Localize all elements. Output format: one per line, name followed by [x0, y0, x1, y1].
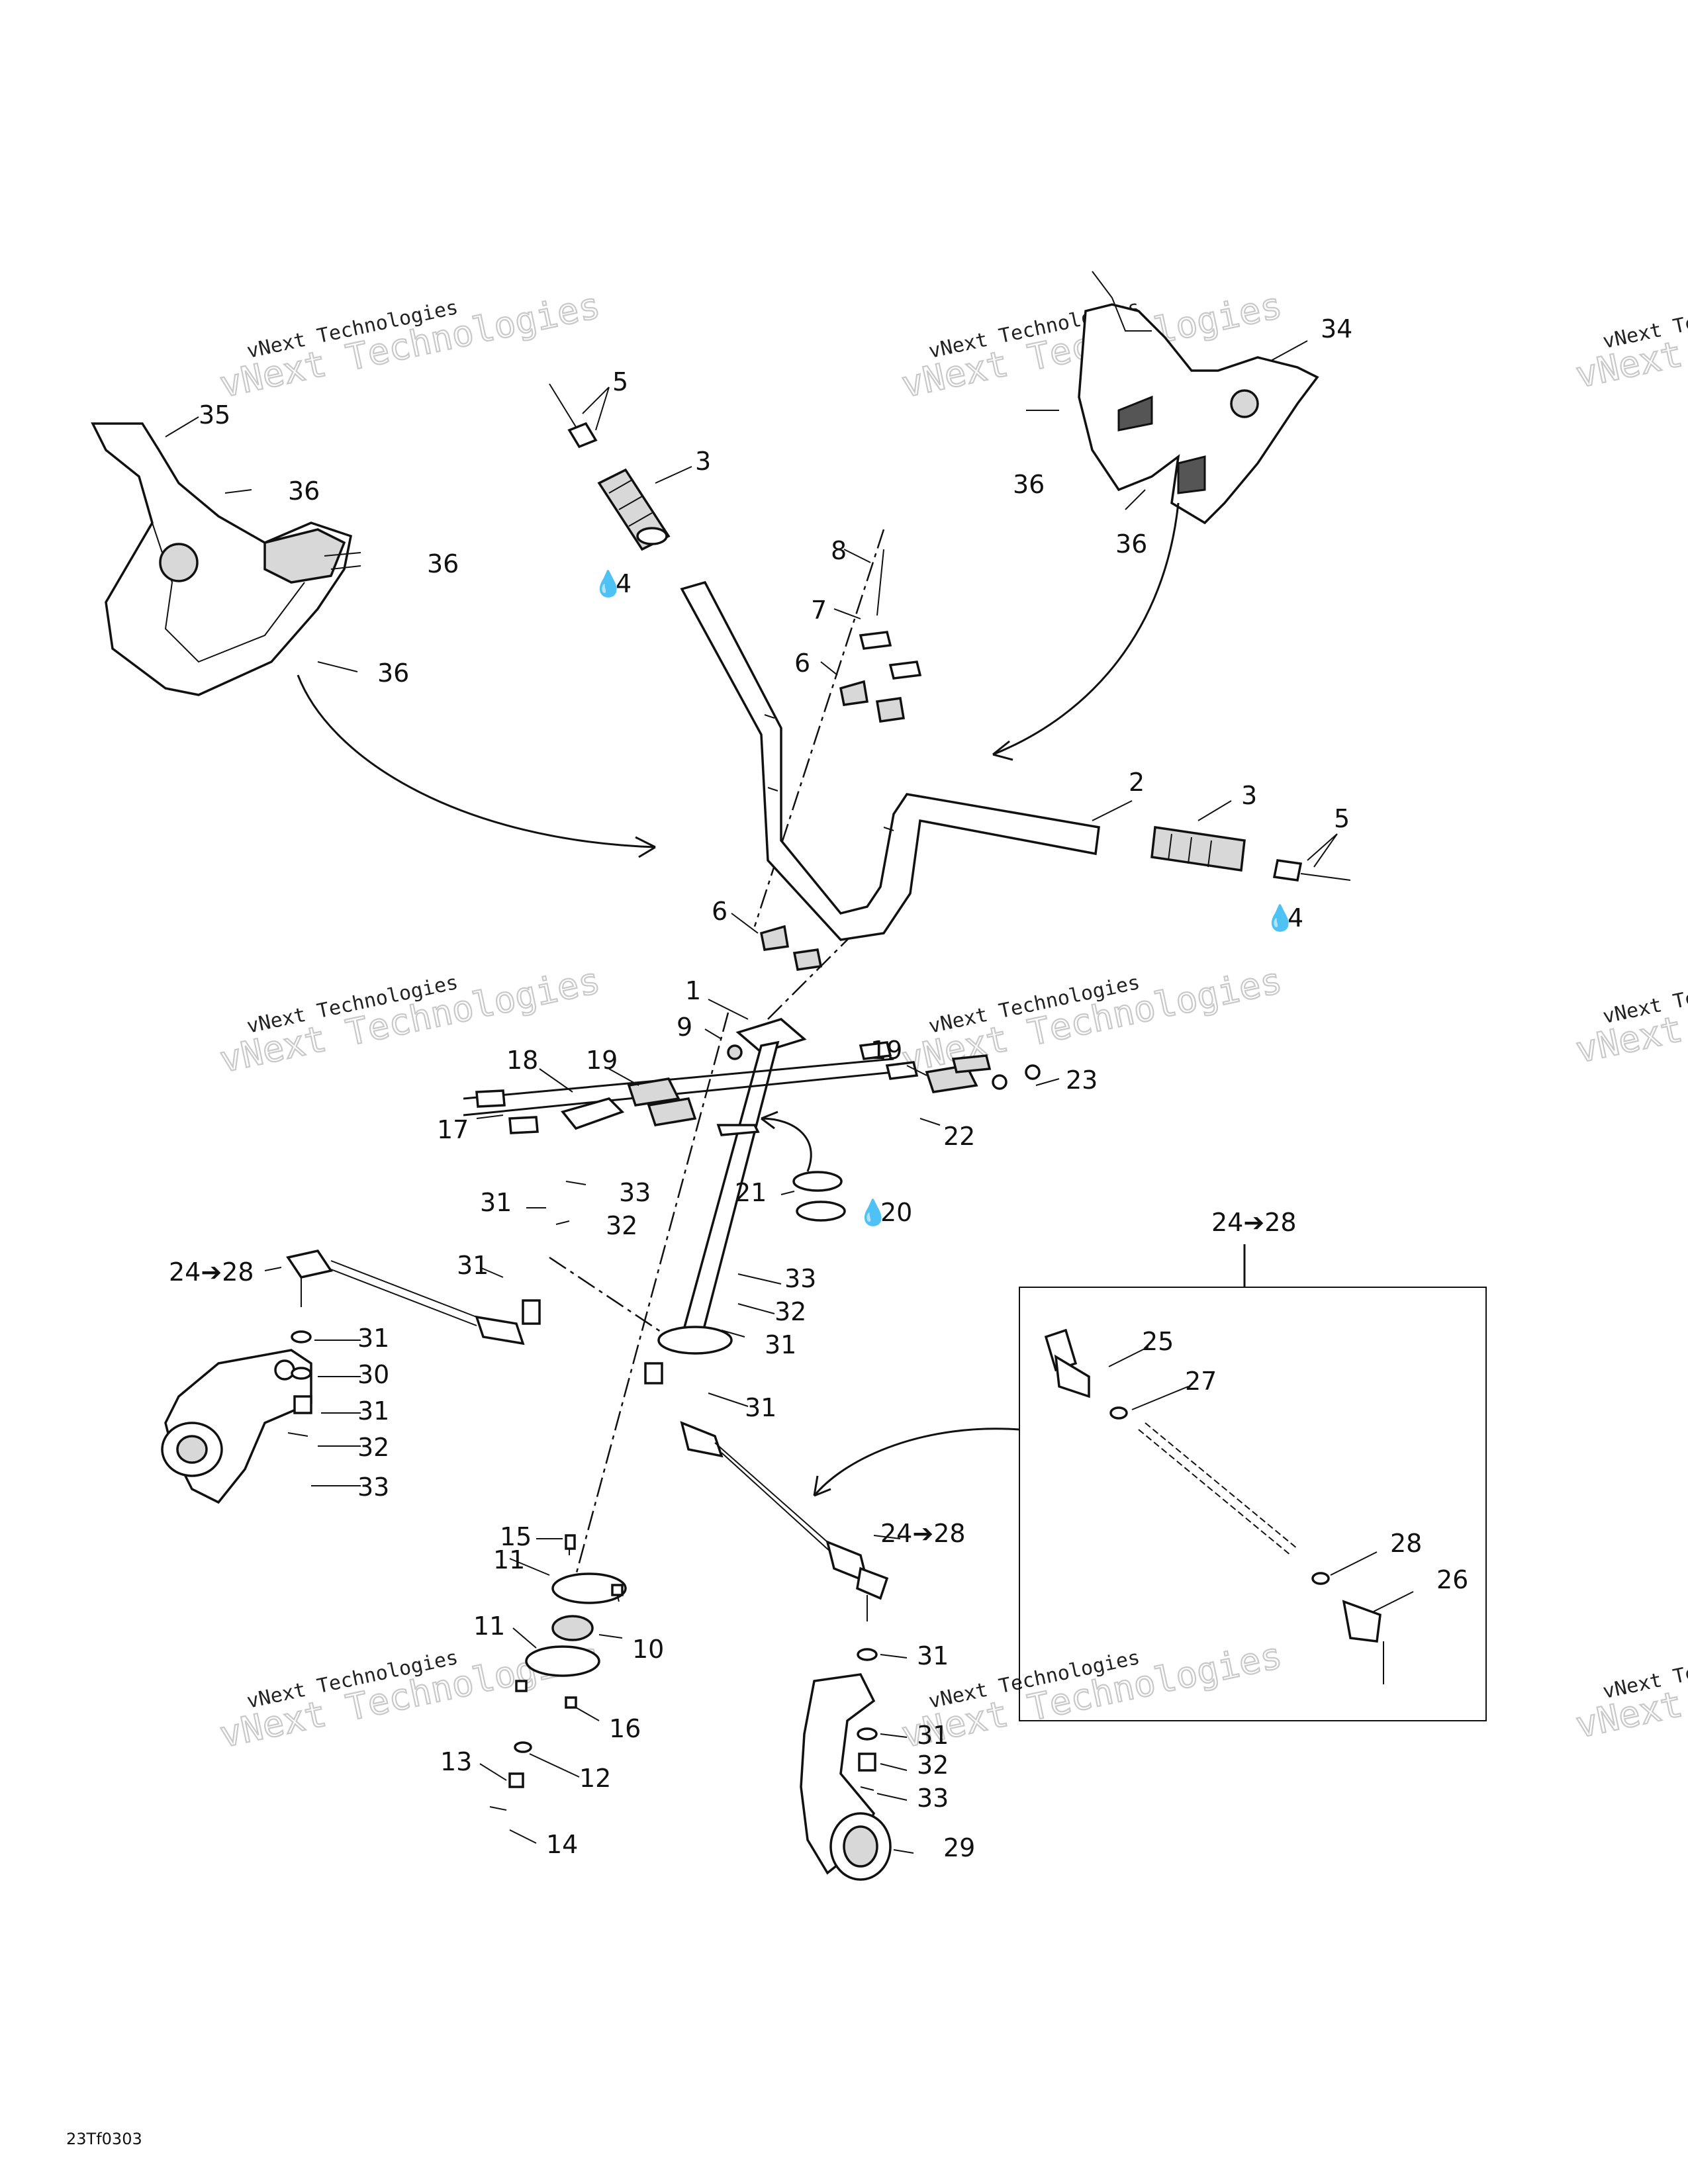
callout-11: 11	[493, 1545, 525, 1574]
callout-32: 32	[606, 1211, 637, 1240]
callout-9: 9	[677, 1013, 692, 1042]
callout-31: 31	[917, 1721, 949, 1750]
callout-8: 8	[831, 536, 847, 565]
callout-5: 5	[612, 367, 628, 396]
callout-31: 31	[480, 1188, 512, 1217]
callout-14: 14	[546, 1830, 578, 1859]
callout-17: 17	[437, 1115, 469, 1144]
callout-4: 4	[1288, 903, 1303, 933]
steering-column	[644, 1018, 807, 1385]
callout-4: 4	[616, 569, 632, 598]
callout-3: 3	[695, 447, 711, 476]
callout-11: 11	[473, 1612, 505, 1641]
callout-36: 36	[1115, 529, 1147, 559]
callout-1: 1	[685, 976, 701, 1005]
handlebar	[680, 580, 1100, 941]
callout-33: 33	[784, 1264, 816, 1293]
callout-13: 13	[440, 1747, 472, 1776]
callout-19: 19	[870, 1036, 902, 1065]
leader-lines	[165, 340, 1414, 1854]
handlebar-cover-left	[91, 422, 353, 696]
callout-18: 18	[506, 1046, 538, 1075]
tie-rod-detail-inset	[813, 1244, 1487, 1721]
callout-36: 36	[377, 659, 409, 688]
left-knuckle	[161, 1349, 312, 1504]
callout-19: 19	[586, 1046, 618, 1075]
callout-24-28: 24➔28	[880, 1519, 966, 1548]
upper-support	[463, 1041, 1041, 1134]
callout-16: 16	[609, 1714, 641, 1743]
lower-bearing	[489, 1534, 627, 1811]
callout-21: 21	[735, 1178, 767, 1207]
callout-20: 20	[880, 1198, 912, 1227]
callout-31: 31	[357, 1396, 389, 1426]
callout-6: 6	[794, 649, 810, 678]
callout-36: 36	[427, 549, 459, 578]
right-knuckle	[800, 1673, 892, 1881]
brand-emblem-icon	[159, 543, 199, 582]
left-grip	[549, 383, 671, 551]
left-tie-rod	[286, 1250, 541, 1345]
right-hardware	[857, 1648, 878, 1791]
assembly-arrow	[297, 674, 656, 848]
callout-31: 31	[765, 1330, 796, 1359]
callout-2: 2	[1129, 768, 1145, 797]
callout-28: 28	[1390, 1529, 1422, 1558]
callout-34: 34	[1321, 314, 1352, 343]
callout-25: 25	[1142, 1327, 1174, 1356]
callout-33: 33	[357, 1473, 389, 1502]
callout-22: 22	[943, 1122, 975, 1151]
callout-24-28: 24➔28	[169, 1257, 254, 1287]
callout-29: 29	[943, 1833, 975, 1862]
handlebar-cover-right	[1078, 271, 1319, 525]
callout-31: 31	[357, 1324, 389, 1353]
callout-15: 15	[500, 1522, 532, 1551]
callout-30: 30	[357, 1360, 389, 1389]
callout-26: 26	[1436, 1565, 1468, 1594]
callout-31: 31	[745, 1393, 776, 1422]
callout-32: 32	[917, 1751, 949, 1780]
callout-32: 32	[774, 1297, 806, 1326]
callout-labels: 1 2 3 3 💧 4 💧 4 5 5 6 6 7 8 9 10 11 11 1…	[169, 314, 1468, 1862]
right-grip	[1150, 826, 1351, 882]
callout-32: 32	[357, 1433, 389, 1462]
callout-6: 6	[712, 897, 727, 926]
assembly-arrow	[992, 502, 1180, 756]
callout-36: 36	[288, 477, 320, 506]
grease-icon: 💧	[857, 1198, 888, 1227]
callout-24-28: 24➔28	[1211, 1208, 1297, 1237]
drawing-code: 23Tf0303	[66, 2130, 142, 2148]
callout-33: 33	[619, 1178, 651, 1207]
callout-3: 3	[1241, 781, 1257, 810]
callout-5: 5	[1334, 804, 1350, 833]
grease-icon: 💧	[592, 569, 624, 598]
clamps-and-bolt	[759, 549, 922, 971]
callout-33: 33	[917, 1784, 949, 1813]
callout-23: 23	[1066, 1066, 1098, 1095]
callout-31: 31	[917, 1641, 949, 1670]
right-tie-rod	[680, 1421, 889, 1621]
callout-7: 7	[811, 596, 827, 625]
callout-31: 31	[457, 1251, 489, 1280]
callout-36: 36	[1013, 470, 1045, 499]
callout-35: 35	[199, 400, 230, 430]
callout-12: 12	[579, 1764, 611, 1793]
left-hardware	[287, 1330, 312, 1437]
grease-icon: 💧	[1264, 903, 1295, 933]
callout-27: 27	[1185, 1367, 1217, 1396]
callout-10: 10	[632, 1635, 664, 1664]
bushings	[761, 1111, 846, 1222]
